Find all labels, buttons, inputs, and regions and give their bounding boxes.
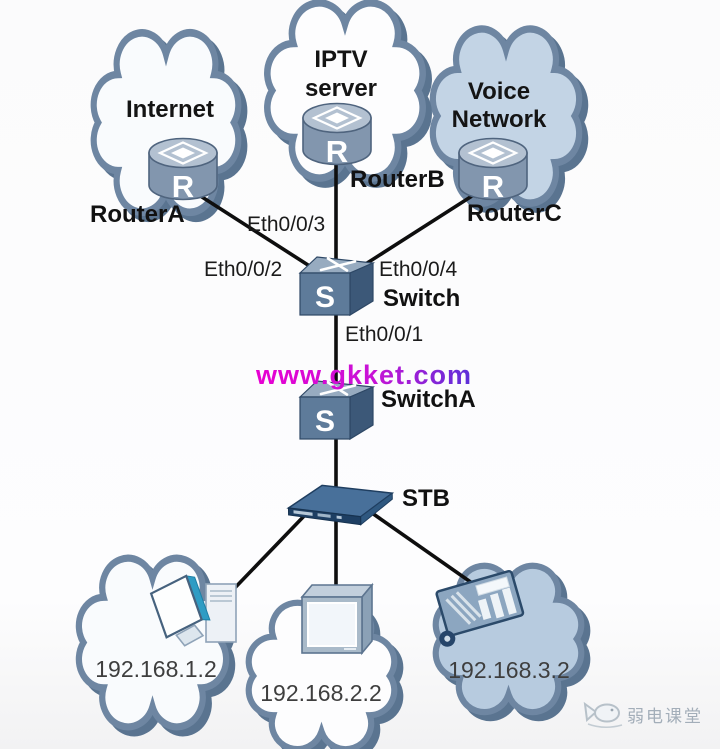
link-stb-phone <box>370 511 474 585</box>
fish-logo-icon <box>583 701 623 728</box>
brand-watermark: 弱电课堂 <box>627 707 703 726</box>
phone-subnet-ip-label: 192.168.3.2 <box>448 657 570 683</box>
ip-phone-icon <box>435 569 525 647</box>
switchA-glyph: S <box>315 405 335 438</box>
stb-icon <box>286 484 395 526</box>
core-switch-icon <box>298 255 375 317</box>
connection-lines <box>200 156 474 597</box>
voice-cloud-label-line1: Voice <box>468 78 530 105</box>
core-switch-glyph: S <box>315 281 335 314</box>
link-routerA-switch <box>200 195 324 276</box>
port-eth0-0-4-label: Eth0/0/4 <box>379 258 458 281</box>
switchA-label: SwitchA <box>381 386 476 413</box>
tv-subnet-ip-label: 192.168.2.2 <box>260 680 382 706</box>
routerC-glyph: R <box>482 169 504 204</box>
desktop-pc-icon <box>149 574 237 647</box>
port-eth0-0-1-label: Eth0/0/1 <box>345 323 423 346</box>
center-watermark: www.gkket.com <box>255 360 472 390</box>
port-eth0-0-3-label: Eth0/0/3 <box>247 213 325 236</box>
stb-label: STB <box>402 485 450 512</box>
routerA-label: RouterA <box>90 201 185 228</box>
iptv-cloud-label-line2: server <box>305 75 377 102</box>
iptv-cloud-label-line1: IPTV <box>314 46 367 73</box>
routerC-label: RouterC <box>467 200 562 227</box>
tv-icon <box>300 582 374 656</box>
pc-subnet-ip-label: 192.168.1.2 <box>95 656 217 682</box>
routerB-glyph: R <box>326 134 348 169</box>
voice-cloud-label-line2: Network <box>452 106 547 133</box>
routerA-glyph: R <box>172 169 194 204</box>
port-eth0-0-2-label: Eth0/0/2 <box>204 258 282 281</box>
link-routerC-switch <box>348 194 474 276</box>
internet-cloud-label: Internet <box>126 96 214 123</box>
core-switch-label: Switch <box>383 285 460 312</box>
link-stb-pc <box>226 512 308 597</box>
routerB-label: RouterB <box>350 166 445 193</box>
